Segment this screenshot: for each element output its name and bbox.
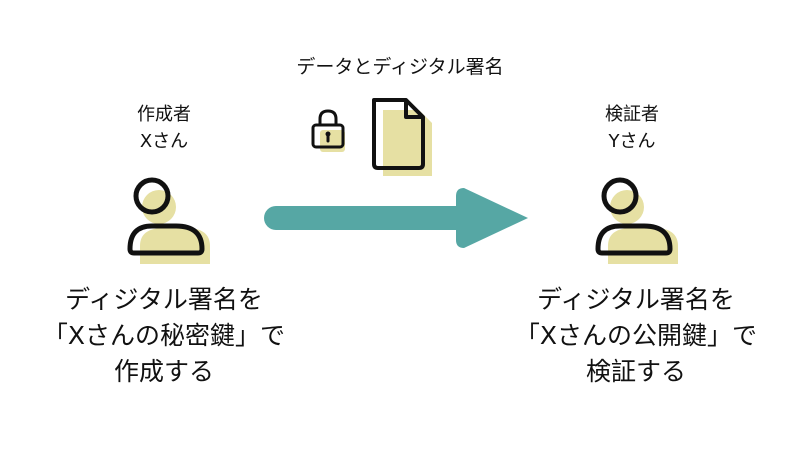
signer-description-line-3: 作成する bbox=[113, 357, 214, 386]
verifier-role-label: 検証者 Yさん bbox=[552, 101, 712, 155]
signer-role: 作成者 bbox=[137, 104, 191, 125]
verifier-name: Yさん bbox=[608, 131, 656, 152]
document-icon bbox=[372, 98, 432, 176]
verifier-description-line-2: 「Xさんの公開鍵」で bbox=[514, 321, 758, 350]
verifier-description-line-3: 検証する bbox=[585, 357, 686, 386]
verifier-role: 検証者 bbox=[605, 104, 659, 125]
lock-icon bbox=[311, 109, 345, 152]
verifier-description: ディジタル署名を 「Xさんの公開鍵」で 検証する bbox=[466, 282, 800, 390]
signer-role-label: 作成者 Xさん bbox=[84, 101, 244, 155]
arrow-right-icon bbox=[264, 188, 528, 248]
signer-description: ディジタル署名を 「Xさんの秘密鍵」で 作成する bbox=[0, 282, 334, 390]
data-and-signature-caption: データとディジタル署名 bbox=[296, 56, 504, 78]
signer-person-icon bbox=[127, 177, 210, 264]
verifier-description-line-1: ディジタル署名を bbox=[537, 285, 735, 314]
signer-name: Xさん bbox=[139, 131, 189, 152]
verifier-person-icon bbox=[595, 177, 678, 264]
signer-description-line-1: ディジタル署名を bbox=[65, 285, 263, 314]
signer-description-line-2: 「Xさんの秘密鍵」で bbox=[42, 321, 286, 350]
